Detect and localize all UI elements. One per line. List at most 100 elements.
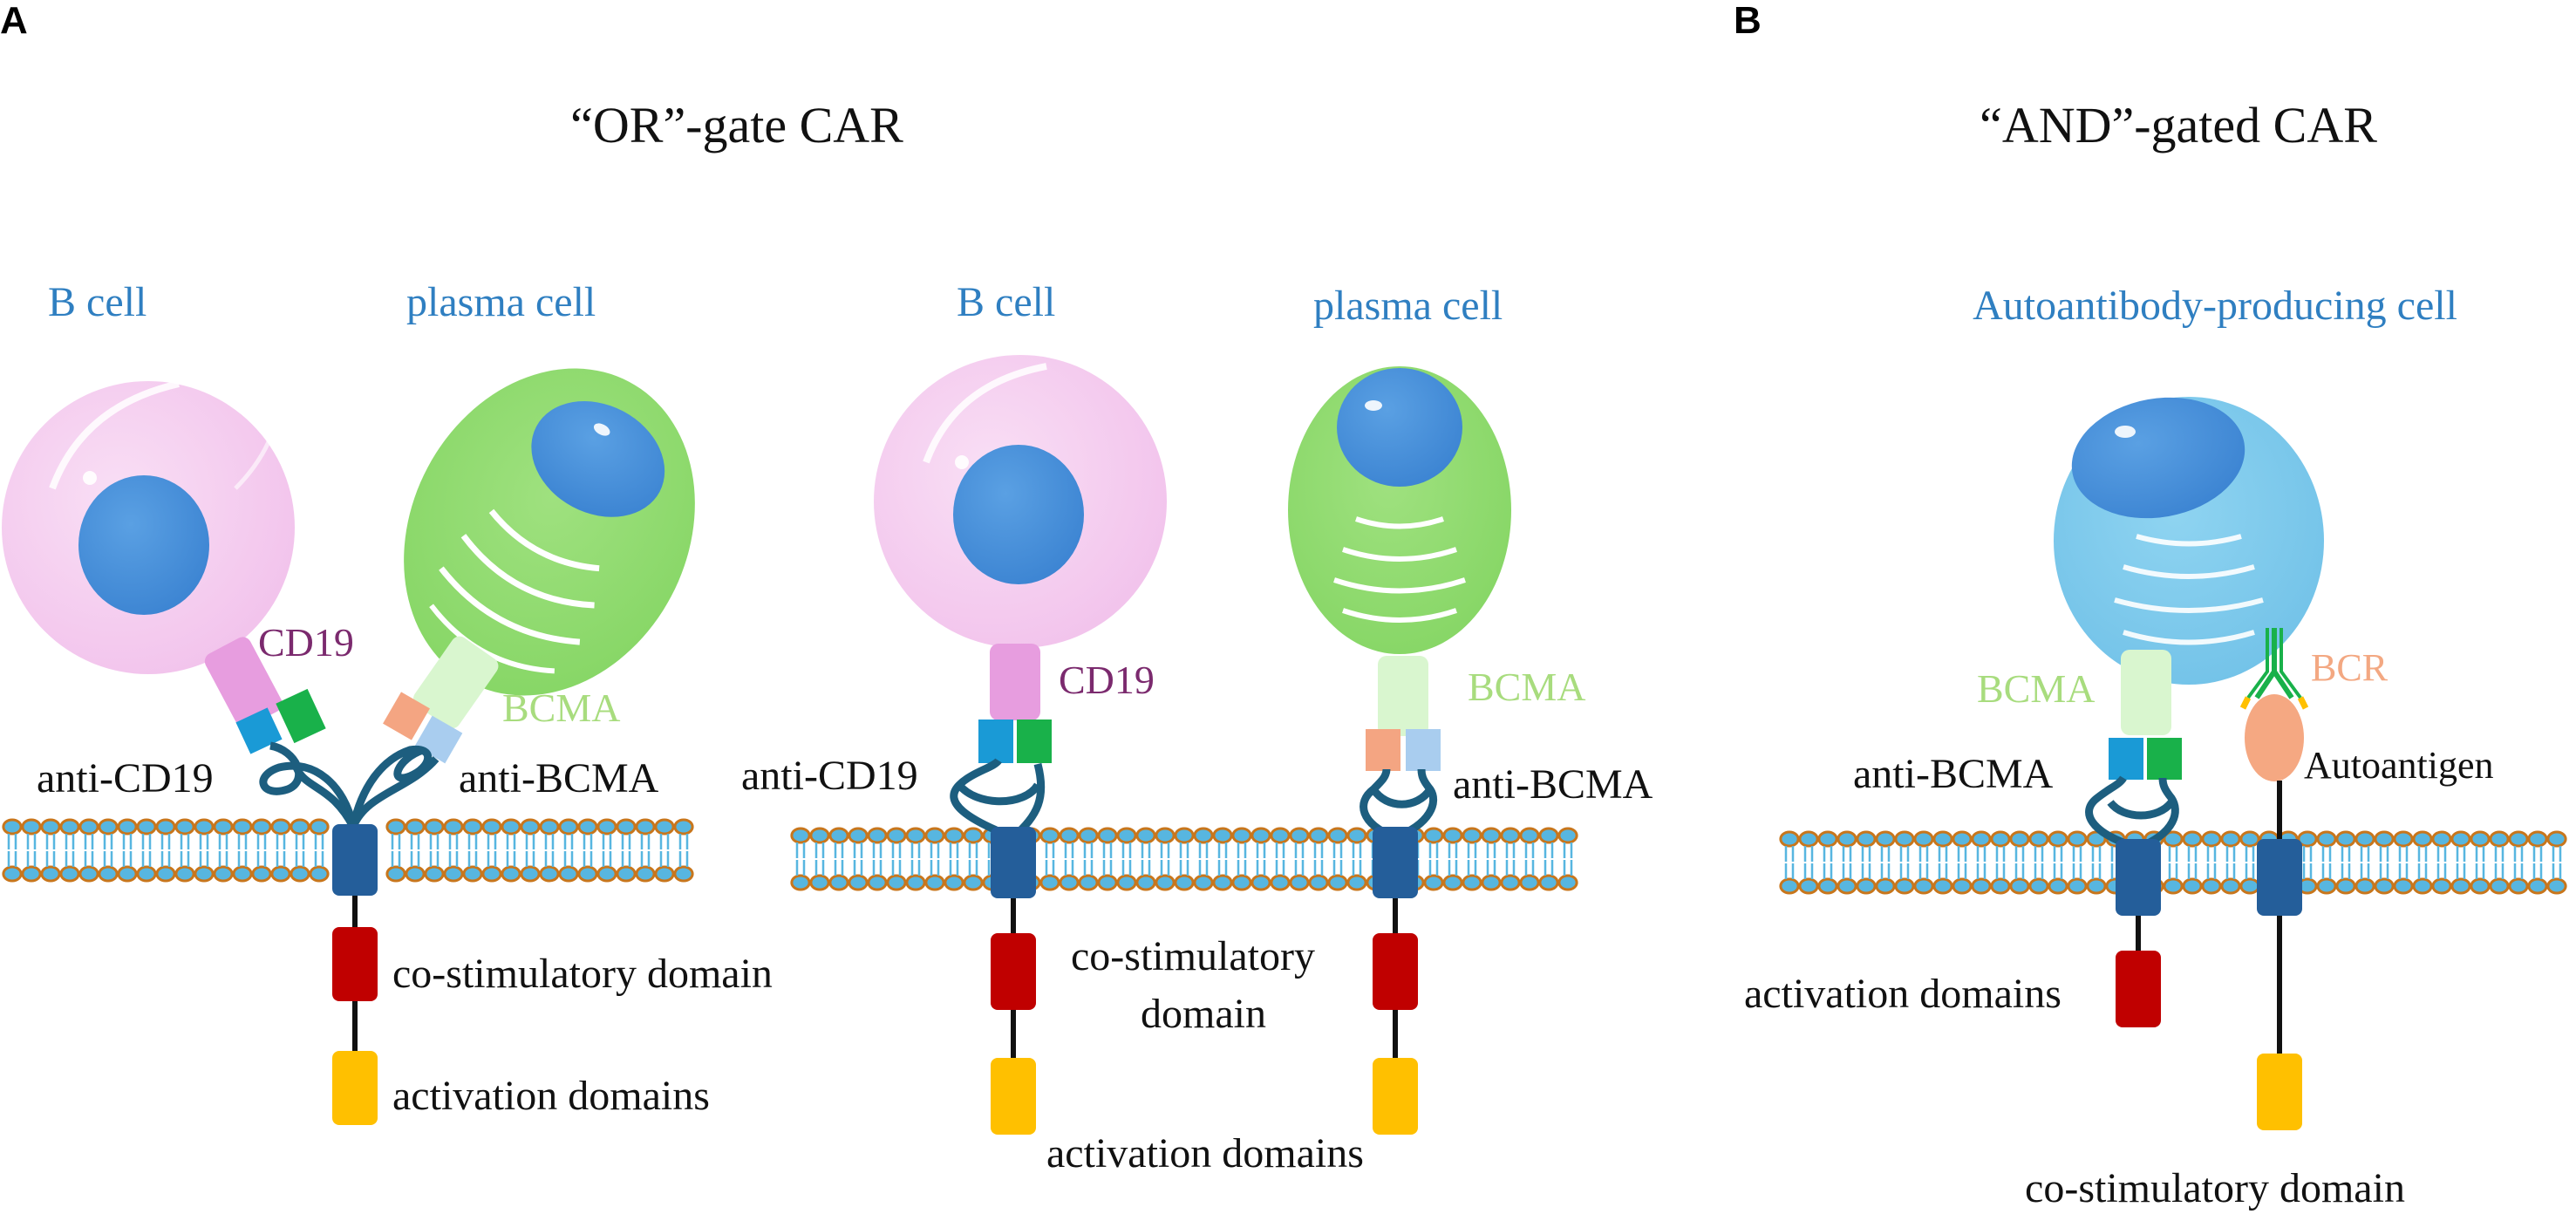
lipid-tail [391,851,401,867]
lipid-tail [1141,860,1151,876]
lipid-head [232,818,253,835]
lipid-tail [1861,863,1871,879]
lipid-head [558,865,579,883]
lipid-tail [1995,863,2006,879]
lipid-head [1894,877,1915,895]
lipid-head [635,865,656,883]
lipid-tail [199,851,209,867]
lipid-tail [2456,846,2466,862]
lipid-tail [968,860,978,876]
plasma-cell-2-nucleus [1337,368,1462,487]
anti-cd19-label-2: anti-CD19 [741,753,918,799]
lipid-tail [2187,863,2198,879]
lipid-tail [1524,842,1535,858]
bcma-antigen [413,636,499,729]
lipid-head [905,827,926,844]
lipid-tail [506,834,516,849]
lipid-tail [2341,863,2351,879]
lipid-tail [1217,860,1228,876]
lipid-tail [1823,863,1833,879]
lipid-tail [2398,846,2409,862]
lipid-tail [276,851,286,867]
anti-bcma-label: anti-BCMA [459,755,659,801]
lipid-head [867,827,888,844]
lipid-tail [84,834,94,849]
lipid-head [520,818,541,835]
lipid-head [385,818,406,835]
lipid-tail [1179,860,1189,876]
lipid-head [40,865,61,883]
lipid-head [1856,830,1877,848]
lipid-tail [2072,863,2082,879]
cell-membrane-1 [2,818,694,883]
lipid-tail [2091,863,2102,879]
lipid-tail [1899,863,1910,879]
lipid-head [1481,827,1502,844]
lipid-head [1913,830,1934,848]
lipid-head [520,865,541,883]
lipid-head [136,818,157,835]
anti-bcma-scfv-vl-3 [2147,738,2182,780]
lipid-head [1231,874,1252,891]
lipid-head [270,818,291,835]
lipid-head [1557,874,1578,891]
lipid-head [2220,877,2241,895]
lipid-tail [1486,860,1496,876]
lipid-head [654,865,675,883]
lipid-tail [1237,860,1247,876]
lipid-head [290,865,310,883]
lipid-tail [141,851,152,867]
lipid-tail [467,851,478,867]
lipid-tail [1102,842,1113,858]
bcma-antigen-2 [1378,656,1428,736]
anti-cd19-scfv-vl [276,688,326,744]
lipid-tail [910,860,921,876]
lipid-head [1078,827,1099,844]
lipid-tail [968,842,978,858]
lipid-tail [1256,860,1266,876]
lipid-head [1462,827,1482,844]
lipid-head [40,818,61,835]
lipid-head [2527,830,2548,848]
lipid-head [1990,830,2011,848]
lipid-tail [1784,846,1795,862]
lipid-head [462,865,483,883]
lipid-tail [1784,863,1795,879]
lipid-tail [1198,860,1209,876]
lipid-tail [487,851,497,867]
lipid-head [1952,877,1973,895]
lipid-tail [2436,863,2447,879]
anti-bcma-hinge-3 [2107,799,2175,820]
lipid-head [1856,877,1877,895]
activation-domain-box-2b [1373,1058,1418,1135]
costim-label-line2: domain [1141,991,1266,1037]
lipid-tail [602,834,612,849]
transmembrane-domain-3b [2257,839,2302,916]
lipid-tail [2034,863,2044,879]
lipid-head [2028,877,2049,895]
lipid-head [501,865,521,883]
lipid-tail [256,834,267,849]
lipid-tail [1524,860,1535,876]
lipid-tail [583,834,593,849]
lipid-head [1116,827,1137,844]
lipid-tail [2187,846,2198,862]
lipid-head [539,865,560,883]
lipid-tail [1505,860,1516,876]
lipid-tail [853,860,863,876]
lipid-head [1817,830,1838,848]
lipid-head [848,874,869,891]
lipid-tail [1332,860,1343,876]
lipid-head [2450,830,2471,848]
lipid-head [1212,827,1233,844]
lipid-head [2182,877,2203,895]
lipid-tail [448,851,459,867]
and-car-diagram: Autoantibody-producing cell BCMA anti-BC… [1744,283,2494,1211]
lipid-tail [2091,846,2102,862]
lipid-head [867,874,888,891]
or-gate-title: “OR”-gate CAR [570,97,903,153]
lipid-tail [160,851,171,867]
lipid-tail [1160,842,1170,858]
lipid-head [481,865,502,883]
lipid-head [1538,874,1559,891]
